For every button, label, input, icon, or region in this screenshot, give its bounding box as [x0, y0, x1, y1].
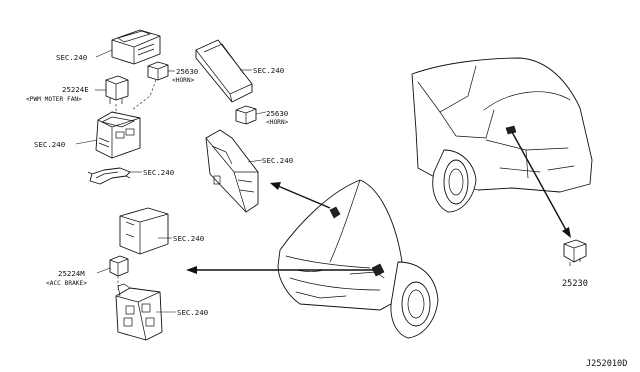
pwm-motor-fan-label: <PWM MOTER FAN>	[26, 96, 82, 103]
pwm-fan-relay	[105, 75, 129, 104]
horn-label-lower: <HORN>	[266, 119, 289, 126]
horn-relay-upper	[147, 61, 169, 81]
sec-240-label-bottom-box: SEC.240	[177, 308, 208, 317]
car-rear-view	[411, 57, 593, 213]
sec-240-label-lower-box: SEC.240	[173, 234, 204, 243]
car-front-view	[277, 179, 439, 339]
code-25224e: 25224E	[62, 85, 89, 94]
horn-label-upper: <HORN>	[172, 77, 195, 84]
fuse-block-cover-center	[195, 39, 253, 103]
sec-240-label-top-left: SEC.240	[56, 53, 87, 62]
fuse-box-cover-top-left	[111, 29, 161, 65]
relay-box-center	[205, 129, 259, 213]
relay-box-left	[95, 111, 141, 159]
mounting-bracket	[87, 167, 131, 185]
sec-240-label-left-box: SEC.240	[34, 140, 65, 149]
sec-240-label-top-center: SEC.240	[253, 66, 284, 75]
acc-brake-label: <ACC BRAKE>	[46, 280, 87, 287]
relay-box-lower-left	[119, 207, 169, 255]
part-25230	[563, 239, 587, 266]
code-25630-lower: 25630	[266, 109, 288, 118]
relay-box-bottom	[115, 283, 163, 341]
sec-240-label-bracket: SEC.240	[143, 168, 174, 177]
code-25224m: 25224M	[58, 269, 85, 278]
code-25630-upper: 25630	[176, 67, 198, 76]
acc-brake-relay	[109, 255, 129, 277]
arrow-to-lower-box	[186, 266, 374, 274]
arrow-to-part-25230	[511, 131, 571, 238]
sec-240-label-center-box: SEC.240	[262, 156, 293, 165]
diagram-id: J252010D	[586, 359, 627, 369]
code-25230: 25230	[562, 279, 588, 289]
arrow-to-center-relay-box	[270, 182, 331, 209]
horn-relay-lower	[235, 105, 257, 125]
